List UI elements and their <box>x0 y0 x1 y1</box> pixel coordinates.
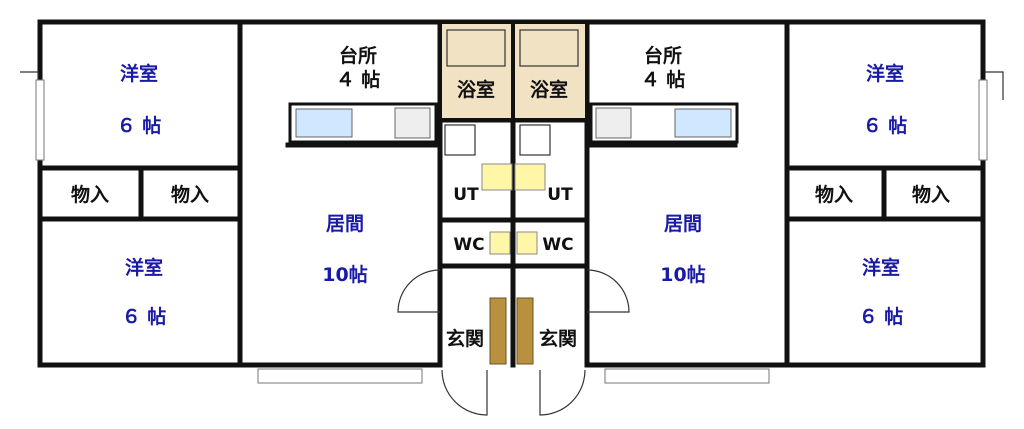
label-kitchen-size-right: ４ 帖 <box>641 68 686 91</box>
shoe-cabinet-left <box>489 297 507 365</box>
label-western-room-1-right: 洋室 <box>866 62 904 85</box>
kitchen-counter-right <box>589 102 739 144</box>
windows <box>35 79 988 384</box>
sink-ut-right <box>514 163 546 191</box>
label-storage-1-right: 物入 <box>815 183 853 206</box>
label-size-1-left: ６ 帖 <box>117 114 162 137</box>
label-western-room-2-left: 洋室 <box>125 256 163 279</box>
kitchen-counter-left <box>288 102 438 144</box>
label-western-room-1-left: 洋室 <box>120 62 158 85</box>
label-kitchen-left: 台所 <box>339 44 377 67</box>
label-western-room-2-right: 洋室 <box>862 256 900 279</box>
label-bath-left: 浴室 <box>457 78 495 101</box>
label-size-2-left: ６ 帖 <box>122 305 167 328</box>
label-storage-2-right: 物入 <box>912 183 950 206</box>
label-living-left: 居間 <box>326 213 364 235</box>
bathtub-right <box>519 29 579 67</box>
sink-ut-left <box>481 163 513 191</box>
label-ut-right: UT <box>547 185 573 205</box>
label-living-size-left: 10帖 <box>322 263 367 286</box>
bathtub-left <box>446 29 506 67</box>
label-ut-left: UT <box>453 185 479 205</box>
label-kitchen-size-left: ４ 帖 <box>336 68 381 91</box>
toilet-left <box>489 231 511 255</box>
bath-left-fill <box>442 24 511 118</box>
door-swings <box>20 71 1004 416</box>
label-entrance-right: 玄関 <box>539 327 577 350</box>
label-living-size-right: 10帖 <box>660 263 705 286</box>
label-wc-right: WC <box>542 235 573 255</box>
label-kitchen-right: 台所 <box>644 44 682 67</box>
bath-right-fill <box>515 24 585 118</box>
washer-box-left <box>444 124 476 156</box>
label-storage-1-left: 物入 <box>71 183 109 206</box>
toilet-right <box>516 231 538 255</box>
label-size-1-right: ６ 帖 <box>863 114 908 137</box>
label-living-right: 居間 <box>664 213 702 235</box>
label-entrance-left: 玄関 <box>446 327 484 350</box>
shoe-cabinet-right <box>516 297 534 365</box>
label-wc-left: WC <box>453 235 484 255</box>
label-storage-2-left: 物入 <box>171 183 209 206</box>
label-bath-right: 浴室 <box>530 78 568 101</box>
label-size-2-right: ６ 帖 <box>859 305 904 328</box>
washer-box-right <box>519 124 551 156</box>
